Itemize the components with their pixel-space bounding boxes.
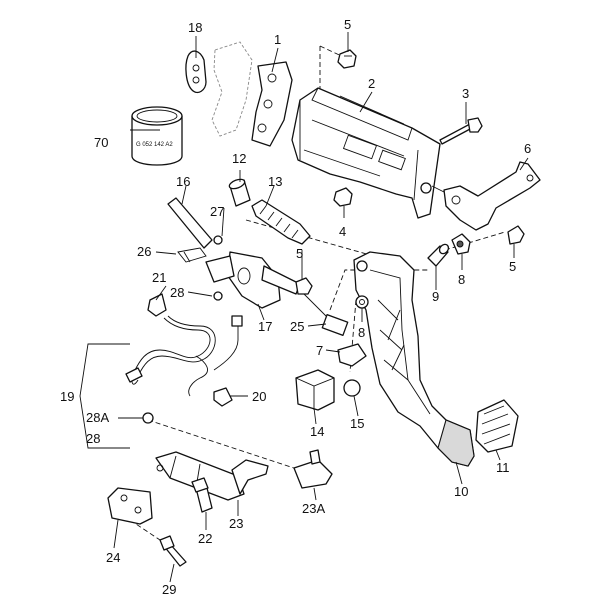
part-9-sleeve: [427, 243, 450, 267]
label-24: 24: [106, 550, 120, 565]
align-line-bolt29: [129, 519, 176, 551]
label-28a: 28A: [86, 410, 109, 425]
label-8-right: 8: [458, 272, 465, 287]
label-4: 4: [339, 224, 346, 239]
label-5-right: 5: [509, 259, 516, 274]
part-70-clamp-ring: G 052 142 A2: [131, 106, 183, 166]
part-15-o-ring: [343, 379, 361, 397]
part-22-bolt: [191, 477, 213, 513]
part-20-clamp: [213, 387, 233, 407]
label-70: 70: [94, 135, 108, 150]
part-17-master-cylinder: [205, 251, 340, 330]
label-17: 17: [258, 319, 272, 334]
label-6: 6: [524, 141, 531, 156]
label-7: 7: [316, 343, 323, 358]
label-20: 20: [252, 389, 266, 404]
part-23a-fitting: [293, 449, 333, 489]
label-12: 12: [232, 151, 246, 166]
ghost-bracket-outline: [211, 41, 253, 137]
part-5-nut-top: [337, 49, 357, 69]
part-6-stay-bracket: [431, 161, 541, 231]
part-labels: 18 1 5 2 3 70 6 12 13 16 27 4 26 5 8 5 2…: [60, 17, 531, 597]
part-24-bracket: [107, 487, 153, 525]
part-8-washer-pedal: [355, 295, 369, 309]
part-10-pedal-lever: [353, 251, 475, 467]
part-8-bushing-right: [451, 233, 471, 255]
part-4-nut: [333, 187, 353, 207]
part-14-switch-housing: [295, 369, 335, 411]
label-9: 9: [432, 289, 439, 304]
label-2: 2: [368, 76, 375, 91]
label-10: 10: [454, 484, 468, 499]
part-19-pipe-assembly: [125, 315, 243, 397]
part-23-slave-cylinder: [155, 451, 269, 501]
label-19: 19: [60, 389, 74, 404]
part-7-clip: [337, 343, 367, 367]
part-12-cap: [228, 178, 251, 207]
label-18: 18: [188, 20, 202, 35]
part-5-nut-cylinder: [295, 277, 313, 295]
label-28: 28: [170, 285, 184, 300]
label-21: 21: [152, 270, 166, 285]
part-16-hose: [167, 197, 213, 249]
part-70-marking: G 052 142 A2: [136, 142, 173, 148]
label-3: 3: [462, 86, 469, 101]
part-2-pedal-bracket: [291, 87, 441, 219]
label-15: 15: [350, 416, 364, 431]
leader-lines: [79, 32, 529, 583]
label-13: 13: [268, 174, 282, 189]
label-5-cylinder: 5: [296, 246, 303, 261]
label-8-pedal: 8: [358, 325, 365, 340]
label-1: 1: [274, 32, 281, 47]
part-1-bracket-plate: [251, 61, 293, 147]
label-28-lower: 28: [86, 431, 100, 446]
part-5-bushing-right: [507, 225, 525, 245]
part-3-bolt: [439, 117, 483, 145]
part-26-clip: [177, 247, 207, 263]
label-11: 11: [496, 460, 510, 475]
label-23a: 23A: [302, 501, 325, 516]
label-26: 26: [137, 244, 151, 259]
part-21-clip: [147, 293, 167, 317]
label-27: 27: [210, 204, 224, 219]
label-29: 29: [162, 582, 176, 597]
part-29-bolt: [159, 535, 187, 567]
part-27-ring: [213, 235, 223, 245]
part-28a-ring: [142, 412, 154, 424]
label-16: 16: [176, 174, 190, 189]
label-14: 14: [310, 424, 324, 439]
align-line-lower: [147, 419, 301, 471]
part-25-connector: [321, 314, 349, 336]
label-22: 22: [198, 531, 212, 546]
part-28-washer: [213, 291, 223, 301]
label-5-top: 5: [344, 17, 351, 32]
label-25: 25: [290, 319, 304, 334]
label-23: 23: [229, 516, 243, 531]
part-13-boot: [251, 199, 311, 245]
part-11-pedal-pad: [475, 399, 519, 453]
